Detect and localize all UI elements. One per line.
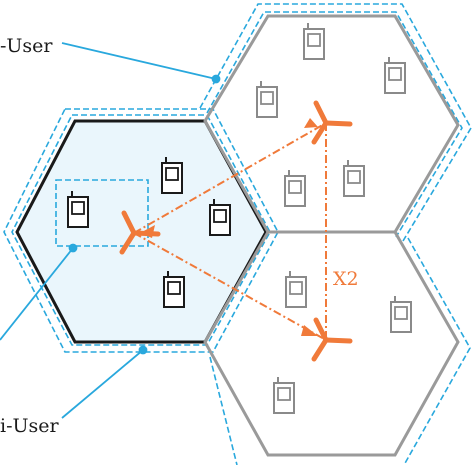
antenna-icon xyxy=(119,210,161,255)
phone-icon xyxy=(161,156,183,194)
phone-icon xyxy=(343,159,365,197)
antenna-icon xyxy=(311,100,353,145)
x2-links xyxy=(133,122,327,341)
phone-icon xyxy=(384,56,406,94)
x2-label: X2 xyxy=(333,268,359,290)
group-box xyxy=(55,179,149,247)
phone-icon xyxy=(67,190,89,228)
phone-icon xyxy=(284,169,306,207)
antenna-icon xyxy=(311,317,353,362)
neighbor-cells xyxy=(203,14,460,457)
phone-icon xyxy=(273,376,295,414)
phone-icon xyxy=(285,270,307,308)
neighbor-cell-bottom xyxy=(203,230,460,457)
phone-icon xyxy=(256,80,278,118)
phone-icon xyxy=(163,270,185,308)
bottom-left-label: i-User xyxy=(0,415,60,437)
phone-icon xyxy=(209,198,231,236)
phone-icon xyxy=(303,22,325,60)
top-left-label: -User xyxy=(0,35,53,57)
phone-icon xyxy=(390,295,412,333)
leader-lines xyxy=(0,42,221,419)
